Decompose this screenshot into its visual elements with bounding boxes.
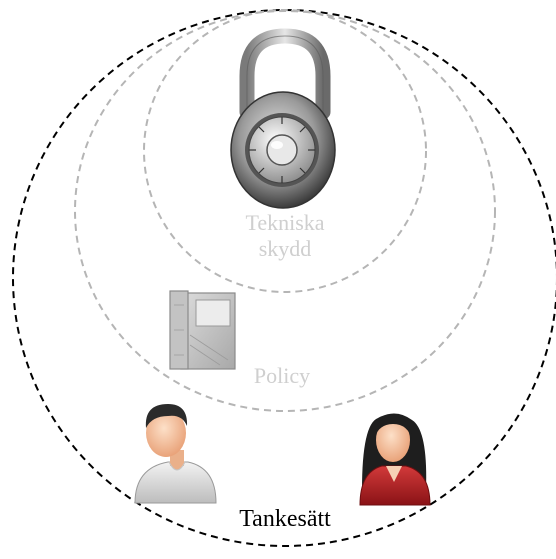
label-tekniska-line-1: Tekniska: [245, 210, 325, 235]
inner-circle-tekniska-skydd: [143, 9, 427, 293]
woman-user-icon: [359, 413, 431, 506]
label-tankesatt: Tankesätt: [239, 506, 331, 532]
label-tekniska-line-2: skydd: [258, 236, 312, 262]
outer-circle-tankesatt: [12, 9, 556, 547]
label-tekniska-skydd: Tekniska skydd: [200, 210, 370, 263]
policy-binder-icon: [169, 290, 236, 370]
label-policy: Policy: [253, 363, 311, 388]
man-user-icon: [134, 404, 217, 504]
padlock-icon: [230, 28, 336, 209]
